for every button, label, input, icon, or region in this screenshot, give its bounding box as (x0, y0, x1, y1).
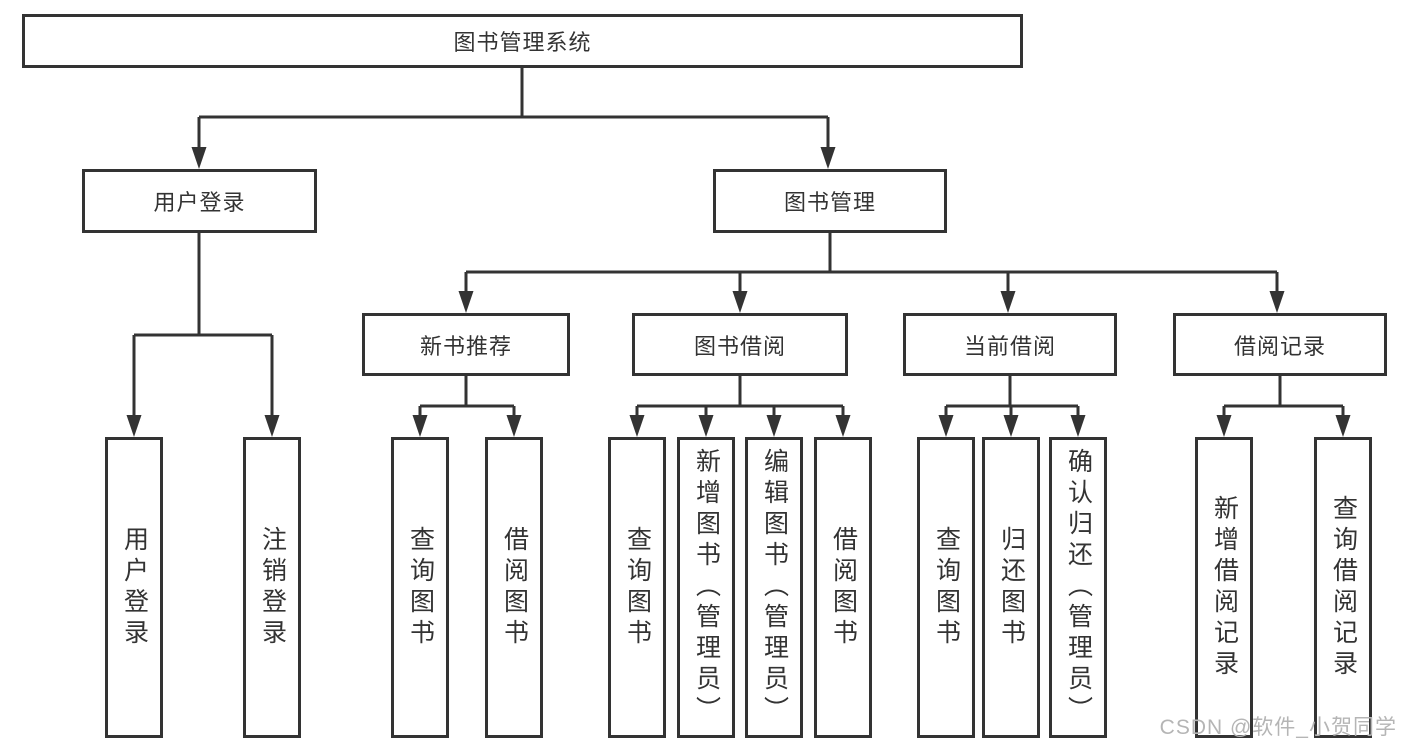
node-label: 查询借阅记录 (1329, 494, 1358, 681)
leaf-query-books-1: 查询图书 (391, 437, 449, 738)
node-current-borrow: 当前借阅 (903, 313, 1117, 376)
leaf-query-books-2: 查询图书 (608, 437, 666, 738)
node-label: 归还图书 (997, 525, 1026, 650)
node-book-management: 图书管理 (713, 169, 947, 233)
node-label: 借阅图书 (500, 525, 529, 650)
node-label: 确认归还（管理员） (1064, 448, 1093, 727)
node-label: 查询图书 (623, 525, 652, 650)
node-label: 用户登录 (120, 525, 149, 650)
node-label: 注销登录 (258, 525, 287, 650)
node-borrow-record: 借阅记录 (1173, 313, 1387, 376)
leaf-user-login: 用户登录 (105, 437, 163, 738)
node-label: 借阅图书 (829, 525, 858, 650)
node-label: 查询图书 (406, 525, 435, 650)
node-label: 查询图书 (932, 525, 961, 650)
node-label: 图书管理系统 (453, 30, 592, 55)
csdn-watermark: CSDN @软件_小贺同学 (1159, 716, 1397, 739)
leaf-add-borrow-record: 新增借阅记录 (1195, 437, 1253, 738)
leaf-return-books: 归还图书 (982, 437, 1040, 738)
leaf-borrow-books-1: 借阅图书 (485, 437, 543, 738)
node-label: 编辑图书（管理员） (760, 448, 789, 727)
node-label: 图书借阅 (693, 333, 786, 359)
node-label: 新增图书（管理员） (692, 448, 721, 727)
node-library-management-system: 图书管理系统 (22, 14, 1023, 68)
node-book-borrow: 图书借阅 (632, 313, 848, 376)
node-label: 新书推荐 (419, 333, 512, 359)
node-label: 图书管理 (783, 190, 876, 215)
leaf-logout: 注销登录 (243, 437, 301, 738)
leaf-query-books-3: 查询图书 (917, 437, 975, 738)
leaf-confirm-return-admin: 确认归还（管理员） (1049, 437, 1107, 738)
node-label: 用户登录 (153, 190, 246, 215)
node-label: 新增借阅记录 (1210, 494, 1239, 681)
node-user-login: 用户登录 (82, 169, 317, 233)
leaf-add-books-admin: 新增图书（管理员） (677, 437, 735, 738)
node-new-book-recommend: 新书推荐 (362, 313, 570, 376)
node-label: 当前借阅 (963, 333, 1056, 359)
leaf-query-borrow-record: 查询借阅记录 (1314, 437, 1372, 738)
leaf-borrow-books-2: 借阅图书 (814, 437, 872, 738)
leaf-edit-books-admin: 编辑图书（管理员） (745, 437, 803, 738)
node-label: 借阅记录 (1233, 333, 1326, 359)
